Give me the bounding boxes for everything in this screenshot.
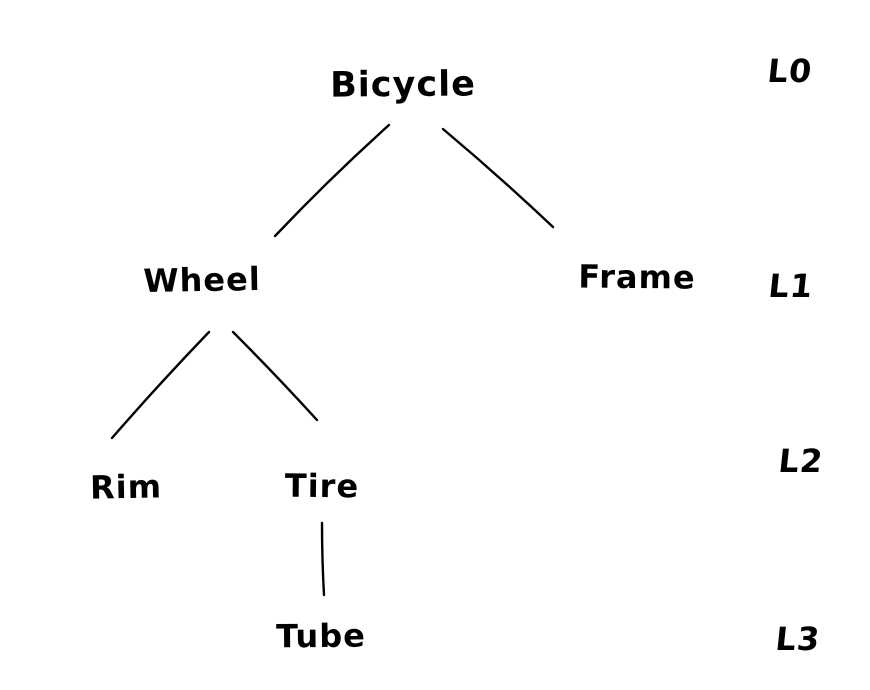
node-label-bicycle: Bicycle: [329, 64, 477, 106]
level-label-l1: L1: [766, 267, 816, 305]
edge-wheel-tire: [231, 330, 319, 422]
node-label-tire: Tire: [284, 466, 360, 506]
level-label-l3: L3: [773, 620, 823, 658]
level-label-l0: L0: [765, 52, 815, 90]
node-label-rim: Rim: [89, 467, 163, 507]
level-label-l2: L2: [776, 442, 826, 480]
node-label-frame: Frame: [578, 257, 696, 297]
edge-tire-tube: [320, 521, 326, 597]
edge-bicycle-wheel: [273, 123, 391, 238]
edge-bicycle-frame: [441, 127, 555, 229]
node-label-tube: Tube: [275, 616, 367, 656]
edge-wheel-rim: [110, 330, 211, 440]
node-label-wheel: Wheel: [142, 259, 262, 301]
